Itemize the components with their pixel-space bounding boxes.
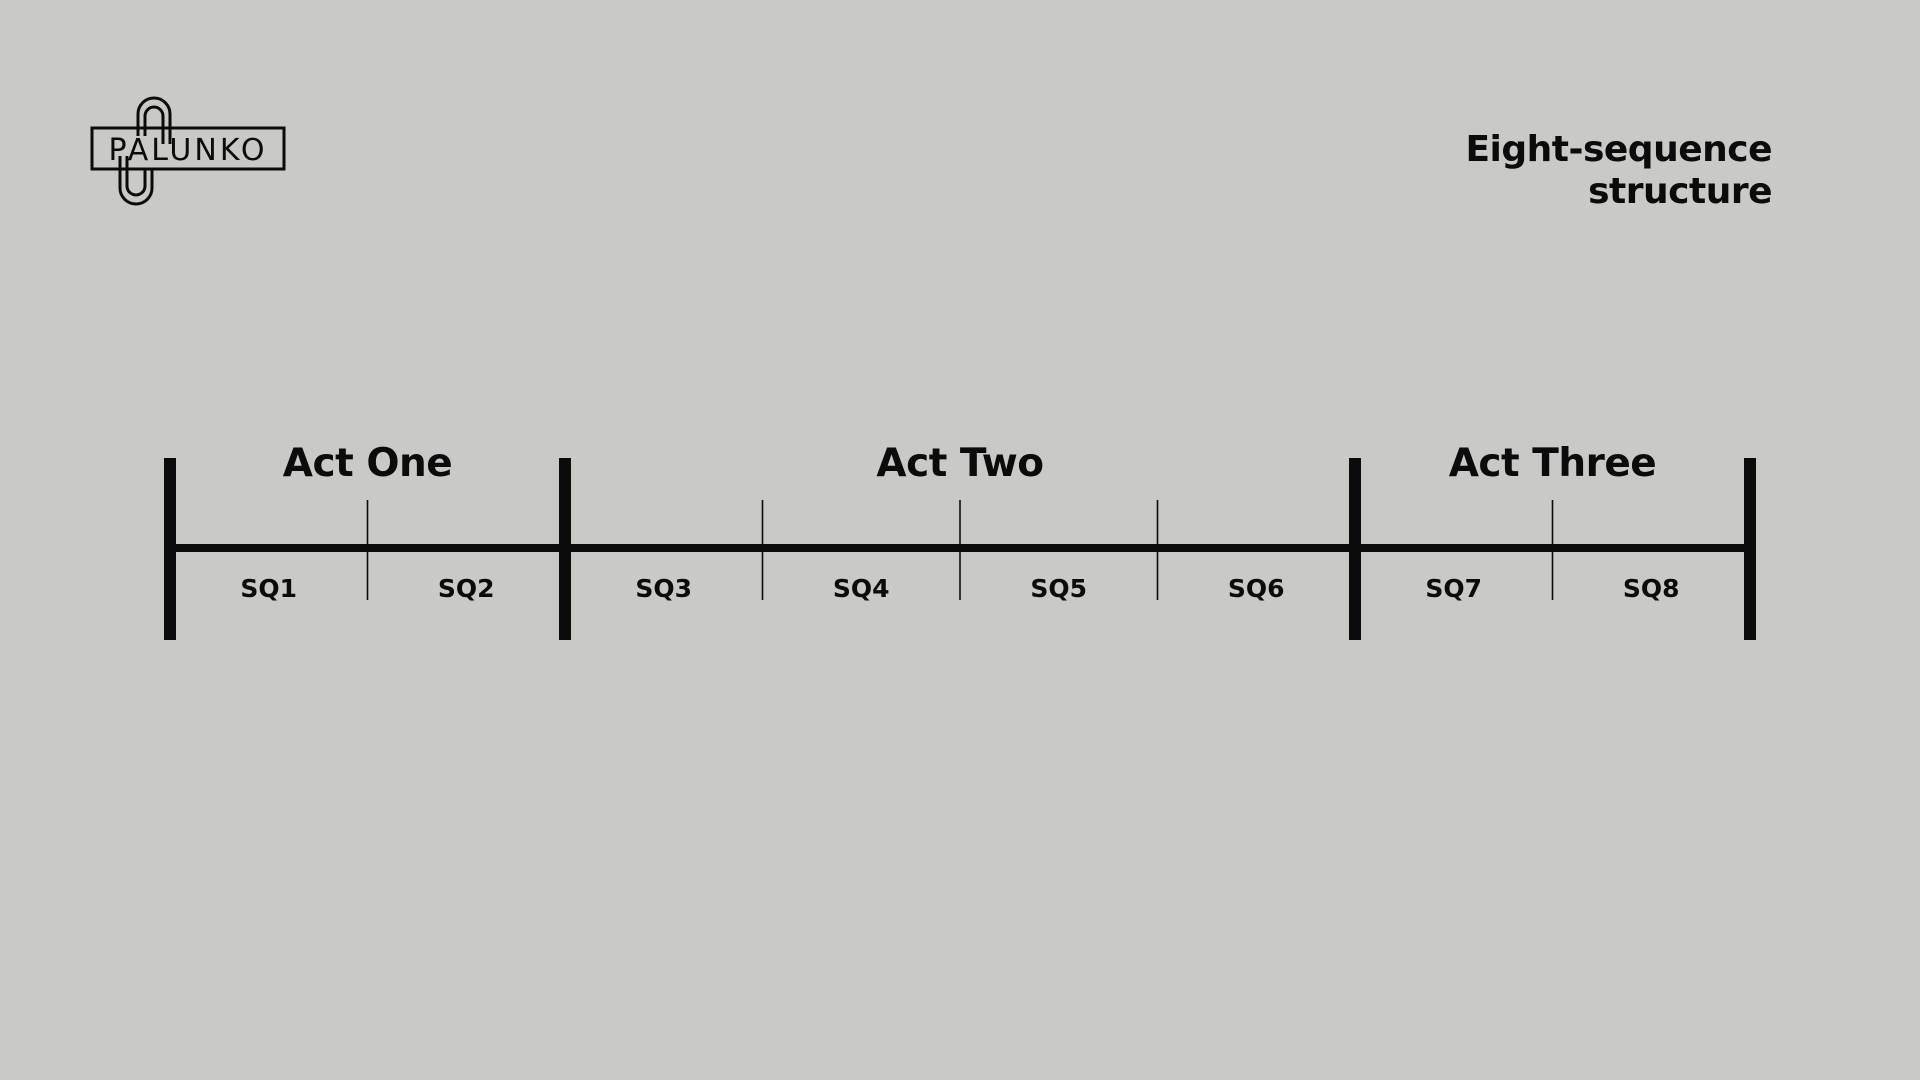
sequence-label: SQ5 xyxy=(1030,574,1087,603)
sequence-label: SQ3 xyxy=(635,574,692,603)
page-title: Eight-sequence structure xyxy=(1412,129,1772,213)
sequence-label: SQ6 xyxy=(1228,574,1285,603)
sequence-label: SQ8 xyxy=(1623,574,1680,603)
page-title-line1: Eight-sequence xyxy=(1465,129,1772,170)
palunko-logo-icon: PALUNKO xyxy=(90,96,286,206)
sequence-label: SQ4 xyxy=(833,574,890,603)
sequence-label: SQ2 xyxy=(438,574,495,603)
page-title-line2: structure xyxy=(1588,171,1772,212)
act-label: Act Three xyxy=(1449,441,1657,486)
sequence-label: SQ7 xyxy=(1425,574,1482,603)
brand-name: PALUNKO xyxy=(109,133,268,168)
act-label: Act Two xyxy=(876,441,1043,486)
act-label: Act One xyxy=(283,441,452,486)
sequence-label: SQ1 xyxy=(240,574,297,603)
brand-logo: PALUNKO xyxy=(88,96,288,206)
